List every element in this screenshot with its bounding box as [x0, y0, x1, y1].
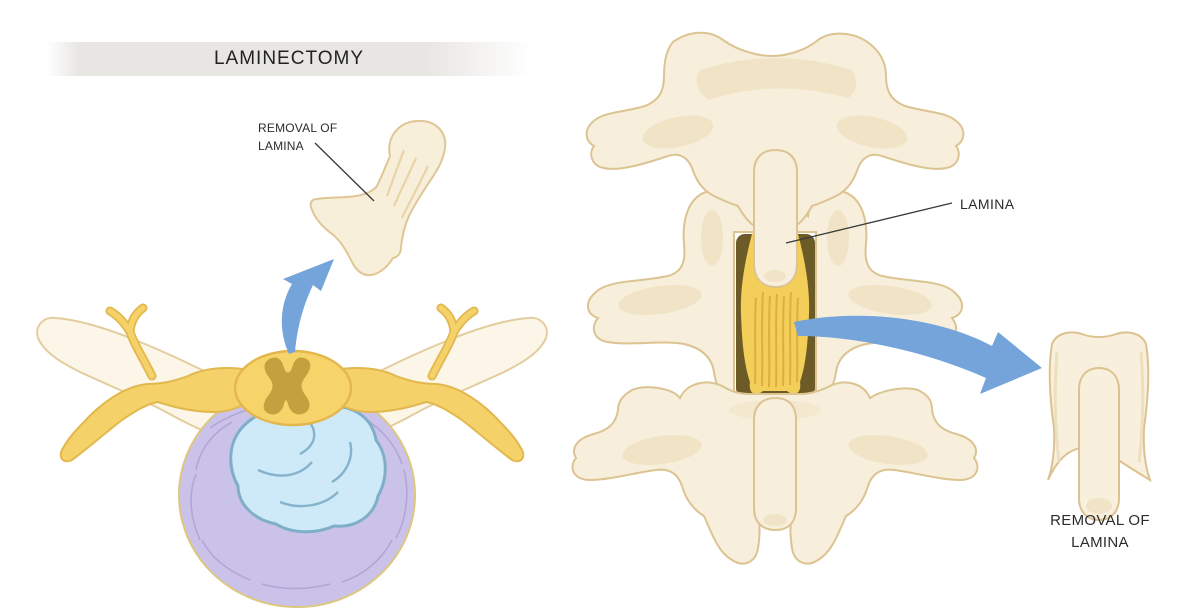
right-nerve-branch [427, 303, 479, 381]
disc-striations [190, 402, 408, 590]
lamina-label: LAMINA [960, 196, 1015, 212]
page-title: LAMINECTOMY [213, 48, 364, 69]
top-vertebra-bone [585, 31, 965, 234]
title-banner: LAMINECTOMY [46, 42, 532, 76]
label-pointer-line-left [314, 142, 375, 202]
top-vertebra-shading [642, 58, 908, 149]
removal-label-left-line1: REMOVAL OF [258, 121, 337, 135]
bottom-spinous-process [753, 396, 797, 532]
shield-spinous-shade [1086, 498, 1112, 514]
gray-matter-x [263, 357, 311, 415]
removal-arrow-right [794, 315, 1042, 394]
fragment-striations [385, 149, 429, 219]
top-spinous-process [753, 148, 798, 289]
spinal-cord [233, 349, 353, 427]
right-nerve-band [330, 367, 525, 463]
removal-label-right-line1: REMOVAL OF [1050, 512, 1150, 529]
intervertebral-disc [178, 382, 416, 608]
left-nerve-band [59, 367, 254, 463]
canal-striations [754, 291, 799, 388]
posterior-spine-illustration: LAMINA REMOVAL OF LAMINA [571, 31, 1152, 565]
shield-spinous-process [1078, 366, 1120, 522]
removal-label-right-line2: LAMINA [1071, 534, 1129, 551]
removal-arrow-left [281, 259, 334, 354]
lamina-shield-inner-shade [1053, 351, 1061, 463]
left-nerve-branch [105, 303, 157, 381]
nerve-roots [59, 303, 525, 463]
lamina-shield-inner-shade-2 [1137, 351, 1145, 463]
label-pointer-line-lamina [785, 202, 953, 244]
top-vertebra [585, 31, 965, 234]
lamina-fragment [309, 119, 447, 277]
removed-lamina-piece-right [1047, 331, 1152, 522]
bottom-spinous-shade [763, 514, 787, 526]
removed-lamina-piece-left [309, 119, 447, 277]
middle-vertebra-shading [618, 210, 932, 316]
removal-label-left-line2: LAMINA [258, 139, 304, 153]
axial-view-illustration: REMOVAL OF LAMINA [36, 119, 548, 608]
top-spinous-shade [764, 270, 786, 282]
bottom-vertebra [571, 381, 979, 565]
